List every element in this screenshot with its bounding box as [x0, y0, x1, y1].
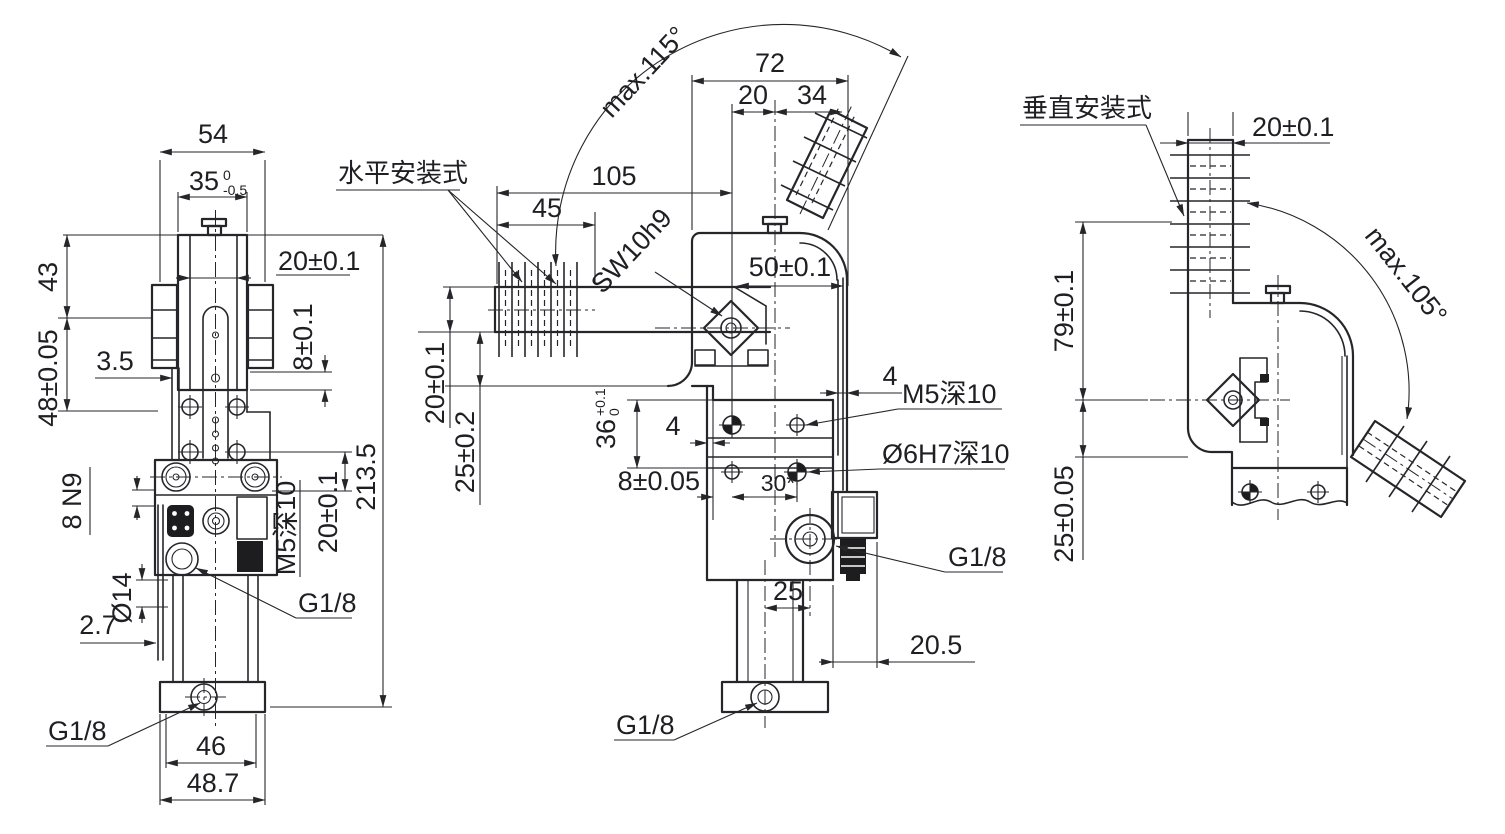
dim-72: 72	[755, 48, 785, 78]
dim-36-tol-upper: +0.1	[592, 388, 608, 416]
dim-36: 36	[591, 419, 621, 449]
side-view-dimensions: max.115° 72 20 34 105 45 SW10h9 水平安装式	[336, 21, 1010, 741]
dim-45: 45	[532, 193, 562, 223]
dim-36-tol-lower: 0	[606, 408, 622, 416]
dim-213-5: 213.5	[351, 443, 381, 511]
dim-50: 50±0.1	[749, 252, 831, 282]
front-screw-holes	[178, 395, 249, 464]
dim-43: 43	[33, 262, 63, 292]
dim-30: 30*	[761, 470, 796, 496]
dim-35: 35	[189, 166, 219, 196]
dim-8-01: 8±0.1	[288, 303, 318, 370]
dim-20-low: 20±0.1	[313, 471, 343, 553]
vertical-view: 20±0.1 垂直安装式 79±0.1 25±0.05 max.105°	[1020, 93, 1467, 563]
sensor-connector	[167, 505, 194, 537]
label-g18-side-view: G1/8	[948, 542, 1007, 572]
dim-3-5: 3.5	[96, 346, 134, 376]
label-g18-bottom-side: G1/8	[616, 710, 675, 740]
dim-2-7: 2.7	[79, 610, 117, 640]
dim-20-5: 20.5	[910, 630, 963, 660]
dim-20-top: 20±0.1	[278, 246, 360, 276]
dim-54: 54	[198, 119, 228, 149]
dim-t20: 20±0.1	[420, 342, 450, 424]
front-screw-right	[240, 462, 270, 492]
front-screw-left	[161, 462, 191, 492]
dim-105: 105	[591, 161, 636, 191]
dim-max115: max.115°	[594, 21, 693, 124]
dim-20-vert: 20±0.1	[1252, 112, 1334, 142]
dim-t25: 25±0.2	[450, 411, 480, 493]
front-view-dimensions: 54 35 0 -0.5 20±0.1 43 48±0.05 3.5	[33, 119, 392, 805]
front-view: 54 35 0 -0.5 20±0.1 43 48±0.05 3.5	[33, 119, 392, 805]
pilot-port	[202, 507, 230, 535]
g18-port-side	[165, 542, 199, 576]
g18-port-bottom	[185, 678, 228, 716]
label-g18-side: G1/8	[298, 588, 357, 618]
dim-8n9: 8 N9	[57, 472, 87, 529]
clamp-arm-open-position-vertical	[1349, 419, 1467, 519]
vertical-view-geometry	[1150, 128, 1467, 520]
label-horizontal-mount: 水平安装式	[338, 158, 468, 188]
dim-48-7: 48.7	[187, 768, 240, 798]
label-sw10h9: SW10h9	[585, 203, 678, 299]
dim-46: 46	[196, 731, 226, 761]
clamp-arm-open-position	[780, 102, 869, 220]
dim-4-right: 4	[882, 361, 897, 391]
dim-79: 79±0.1	[1049, 270, 1079, 352]
label-m5-side: M5深10	[902, 379, 997, 409]
label-vertical-mount: 垂直安装式	[1022, 93, 1152, 123]
clamp-arm-hatch-vertical	[1170, 128, 1250, 318]
dim-max105: max.105°	[1359, 221, 1453, 330]
label-dia6h7: Ø6H7深10	[882, 439, 1010, 469]
side-view: max.115° 72 20 34 105 45 SW10h9 水平安装式	[336, 21, 1010, 741]
dim-4-left: 4	[665, 411, 680, 441]
dim-25: 25	[773, 576, 803, 606]
dim-8-005: 8±0.05	[618, 466, 700, 496]
label-g18-bottom: G1/8	[48, 716, 107, 746]
label-m5-depth10: M5深10	[271, 481, 301, 576]
front-view-geometry	[63, 210, 383, 728]
dim-48: 48±0.05	[33, 329, 63, 426]
cable-connector	[830, 490, 879, 581]
dim-dia14: Ø14	[107, 572, 137, 623]
side-view-geometry	[488, 55, 909, 728]
dim-36-group: 36 +0.1 0	[591, 388, 622, 449]
clamp-arm-hatch-horizontal	[488, 262, 595, 357]
dim-34: 34	[797, 80, 827, 110]
dim-35-tol-lower: -0.5	[223, 182, 247, 198]
dim-35-tol-upper: 0	[223, 167, 231, 183]
dim-20: 20	[738, 80, 768, 110]
dim-25-005: 25±0.05	[1049, 465, 1079, 562]
vertical-mount-holes	[1238, 480, 1329, 504]
vertical-view-dimensions: 20±0.1 垂直安装式 79±0.1 25±0.05 max.105°	[1020, 93, 1453, 563]
